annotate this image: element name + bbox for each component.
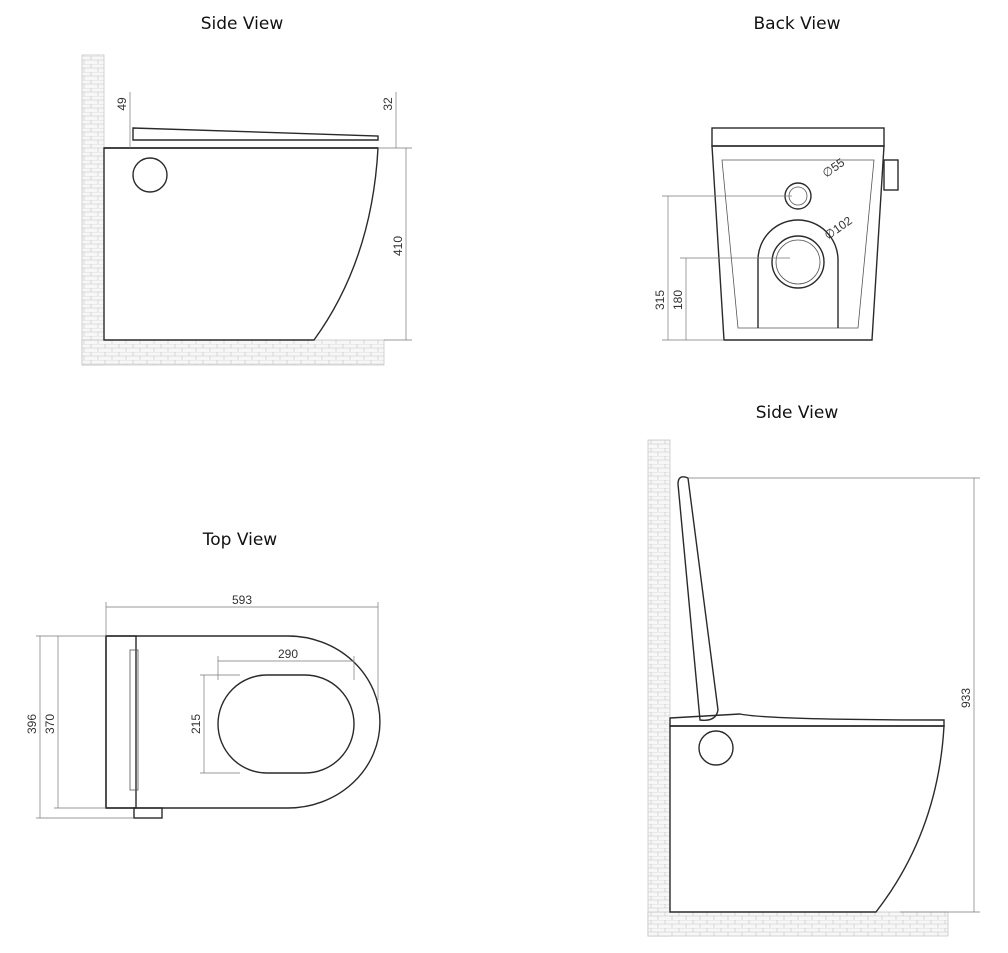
dim-215-label: 215 <box>189 714 203 734</box>
outlet-102-inner <box>775 239 821 285</box>
side-view-upper: Side View 49 32 410 <box>81 14 412 366</box>
dim-593-label: 593 <box>232 593 252 607</box>
outlet-102-circle <box>771 235 825 289</box>
dim-396-label: 396 <box>25 714 39 734</box>
waste-outlet-circle <box>132 157 168 193</box>
dim-410-label: 410 <box>391 236 405 256</box>
back-view-title: Back View <box>753 14 840 34</box>
side-view-lower-title: Side View <box>756 403 839 423</box>
side-connector <box>883 159 899 191</box>
outlet-arch <box>757 219 839 328</box>
connector-bottom <box>133 807 163 819</box>
dim-315-label: 315 <box>653 290 667 310</box>
side-view-upper-title: Side View <box>201 14 284 34</box>
dim-55-label: ∅55 <box>820 155 848 180</box>
seat-lid-outline <box>132 127 379 141</box>
inner-outline <box>721 159 875 329</box>
floor-hatch-lower <box>647 911 949 937</box>
dim-290-label: 290 <box>278 647 298 661</box>
bowl-outline <box>103 147 379 341</box>
seat-outline <box>669 713 945 727</box>
wall-hatch-lower <box>647 439 671 937</box>
dim-102-label: ∅102 <box>822 213 855 242</box>
top-outline <box>105 635 381 809</box>
top-view: Top View 593 290 215 396 370 <box>25 530 381 819</box>
side-view-lower: Side View 933 <box>647 403 980 937</box>
waste-outlet-lower <box>698 730 734 766</box>
wall-hatch <box>81 54 105 366</box>
dim-180-label: 180 <box>671 290 685 310</box>
hinge-inner <box>129 649 139 791</box>
seat-top-outline <box>711 127 885 147</box>
bowl-outline-lower <box>669 725 945 913</box>
dim-32-label: 32 <box>381 97 395 111</box>
bowl-opening <box>217 674 355 774</box>
floor-hatch <box>81 339 385 366</box>
body-outline <box>711 145 885 341</box>
dim-370-label: 370 <box>43 714 57 734</box>
dim-49-label: 49 <box>115 97 129 111</box>
top-view-title: Top View <box>202 530 278 550</box>
back-view: Back View ∅55 ∅102 315 180 <box>653 14 899 341</box>
raised-lid-outline <box>677 476 719 721</box>
dim-933-label: 933 <box>959 688 973 708</box>
seat-hinge-block <box>105 635 137 809</box>
